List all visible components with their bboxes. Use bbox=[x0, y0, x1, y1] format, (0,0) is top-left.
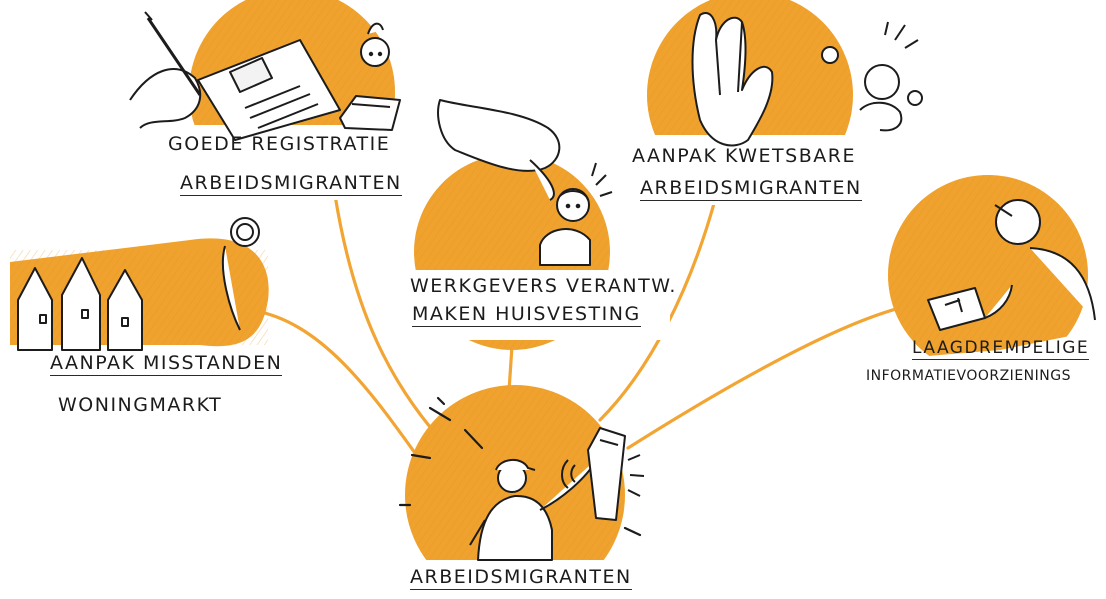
woningmarkt-label-line1: AANPAK MISSTANDEN bbox=[50, 352, 283, 376]
node-woningmarkt bbox=[10, 217, 269, 351]
stop-hand-icon bbox=[691, 12, 923, 147]
node-registratie bbox=[129, 0, 420, 200]
clipboard-writing-icon bbox=[129, 11, 401, 141]
connector-informatie bbox=[626, 303, 914, 450]
center-label: ARBEIDSMIGRANTEN bbox=[410, 566, 632, 590]
kwetsbare-label-line2: ARBEIDSMIGRANTEN bbox=[640, 177, 862, 201]
werkgevers-label-line2: MAKEN HUISVESTING bbox=[412, 303, 641, 327]
registratie-label-line2: ARBEIDSMIGRANTEN bbox=[180, 172, 402, 196]
kwetsbare-label-line1: AANPAK KWETSBARE bbox=[632, 145, 856, 167]
informatie-label-line1: LAAGDREMPELIGE bbox=[912, 338, 1090, 360]
woningmarkt-label-line2: WONINGMARKT bbox=[58, 394, 223, 416]
node-werkgevers bbox=[400, 99, 670, 350]
center-sketch-strokes bbox=[398, 396, 642, 537]
pointing-hand-icon bbox=[437, 99, 613, 266]
connector-woningmarkt bbox=[248, 308, 422, 462]
worker-with-phone-icon bbox=[469, 427, 645, 561]
informatie-label-line2: INFORMATIEVOORZIENINGS bbox=[866, 368, 1071, 384]
registratie-label-line1: GOEDE REGISTRATIE bbox=[168, 133, 391, 155]
werkgevers-label-line1: WERKGEVERS VERANTW. bbox=[410, 275, 677, 297]
node-informatie bbox=[880, 175, 1100, 390]
person-reading-tablet-icon bbox=[927, 199, 1096, 331]
node-center bbox=[390, 385, 650, 599]
houses-magnifier-icon bbox=[17, 217, 260, 351]
node-kwetsbare bbox=[625, 0, 923, 205]
